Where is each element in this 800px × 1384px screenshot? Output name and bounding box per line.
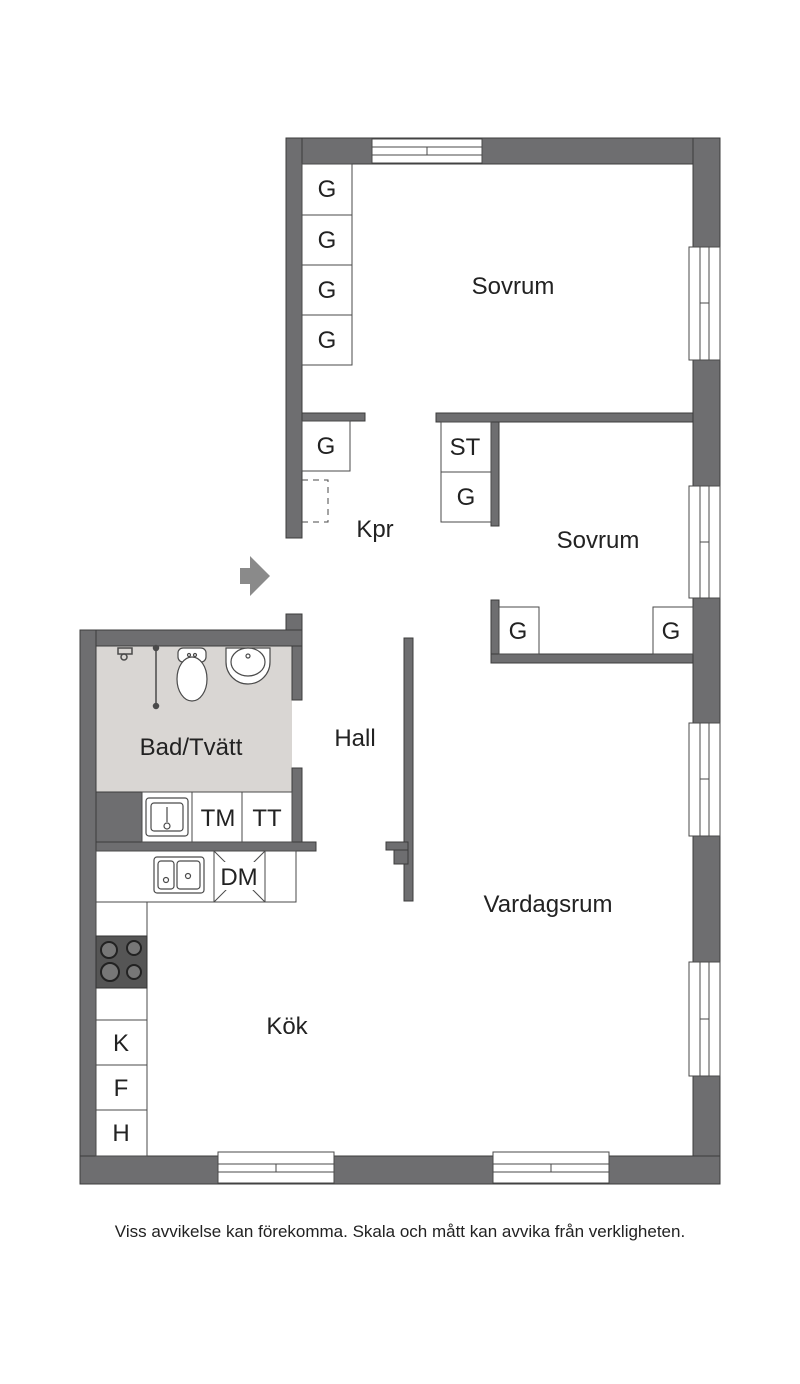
window-right-1 <box>688 246 721 361</box>
freezer <box>95 1064 148 1111</box>
wardrobe-s2-left-label: G <box>509 618 528 645</box>
wardrobe-4 <box>301 314 353 366</box>
storage-st <box>440 421 492 473</box>
room-label-bad-tvatt: Bad/Tvätt <box>140 734 243 761</box>
window-bottom-1 <box>217 1151 335 1184</box>
room-label-sovrum-2: Sovrum <box>557 527 640 554</box>
storage-st-label: ST <box>450 434 481 461</box>
cabinet <box>95 1109 148 1157</box>
kitchen-cabinets <box>95 1019 148 1157</box>
disclaimer-text: Viss avvikelse kan förekomma. Skala och … <box>114 1222 686 1241</box>
room-label-kpr: Kpr <box>356 516 393 543</box>
cabinet-label: H <box>112 1120 129 1147</box>
wardrobe-1-label: G <box>318 176 337 203</box>
window-right-4 <box>688 961 721 1077</box>
wardrobe-3 <box>301 264 353 316</box>
entrance-arrow-icon <box>240 556 270 596</box>
window-right-2 <box>688 485 721 599</box>
wardrobe-2 <box>301 214 353 266</box>
dishwasher-label-bg <box>216 862 262 890</box>
window-top <box>371 138 483 164</box>
window-right-3 <box>688 722 721 837</box>
room-label-vardagsrum: Vardagsrum <box>484 891 613 918</box>
wardrobes-sovrum-1 <box>301 163 353 472</box>
window-bottom-2 <box>492 1151 610 1184</box>
wardrobe-s2-right-label: G <box>662 618 681 645</box>
dishwasher-label: DM <box>220 864 257 891</box>
wardrobe-3-label: G <box>318 277 337 304</box>
wardrobe-2-label: G <box>318 227 337 254</box>
dryer <box>241 791 293 843</box>
freezer-label: F <box>114 1075 129 1102</box>
stove-icon <box>95 935 148 989</box>
room-label-kok: Kök <box>266 1013 308 1040</box>
wardrobe-1 <box>301 163 353 216</box>
shower-icon <box>117 644 160 710</box>
kitchen-sink-icon <box>153 856 205 894</box>
utility-sink-icon <box>145 797 189 837</box>
wardrobe-s2-top <box>440 471 492 523</box>
wardrobe-4-label: G <box>318 327 337 354</box>
fridge <box>95 1019 148 1066</box>
fridge-label: K <box>113 1030 129 1057</box>
room-label-hall: Hall <box>334 725 375 752</box>
wardrobe-s2-top-label: G <box>457 484 476 511</box>
wardrobe-kpr <box>301 420 351 472</box>
wardrobe-kpr-label: G <box>317 433 336 460</box>
windows <box>217 138 721 1184</box>
wardrobe-s2-right <box>652 606 694 655</box>
sink-icon <box>225 647 271 685</box>
room-label-sovrum-1: Sovrum <box>472 273 555 300</box>
dryer-label: TT <box>252 805 282 832</box>
wardrobe-s2-left <box>498 606 540 655</box>
toilet-icon <box>176 647 208 702</box>
storage-sovrum-2 <box>440 421 694 655</box>
washing-machine-label: TM <box>201 805 236 832</box>
